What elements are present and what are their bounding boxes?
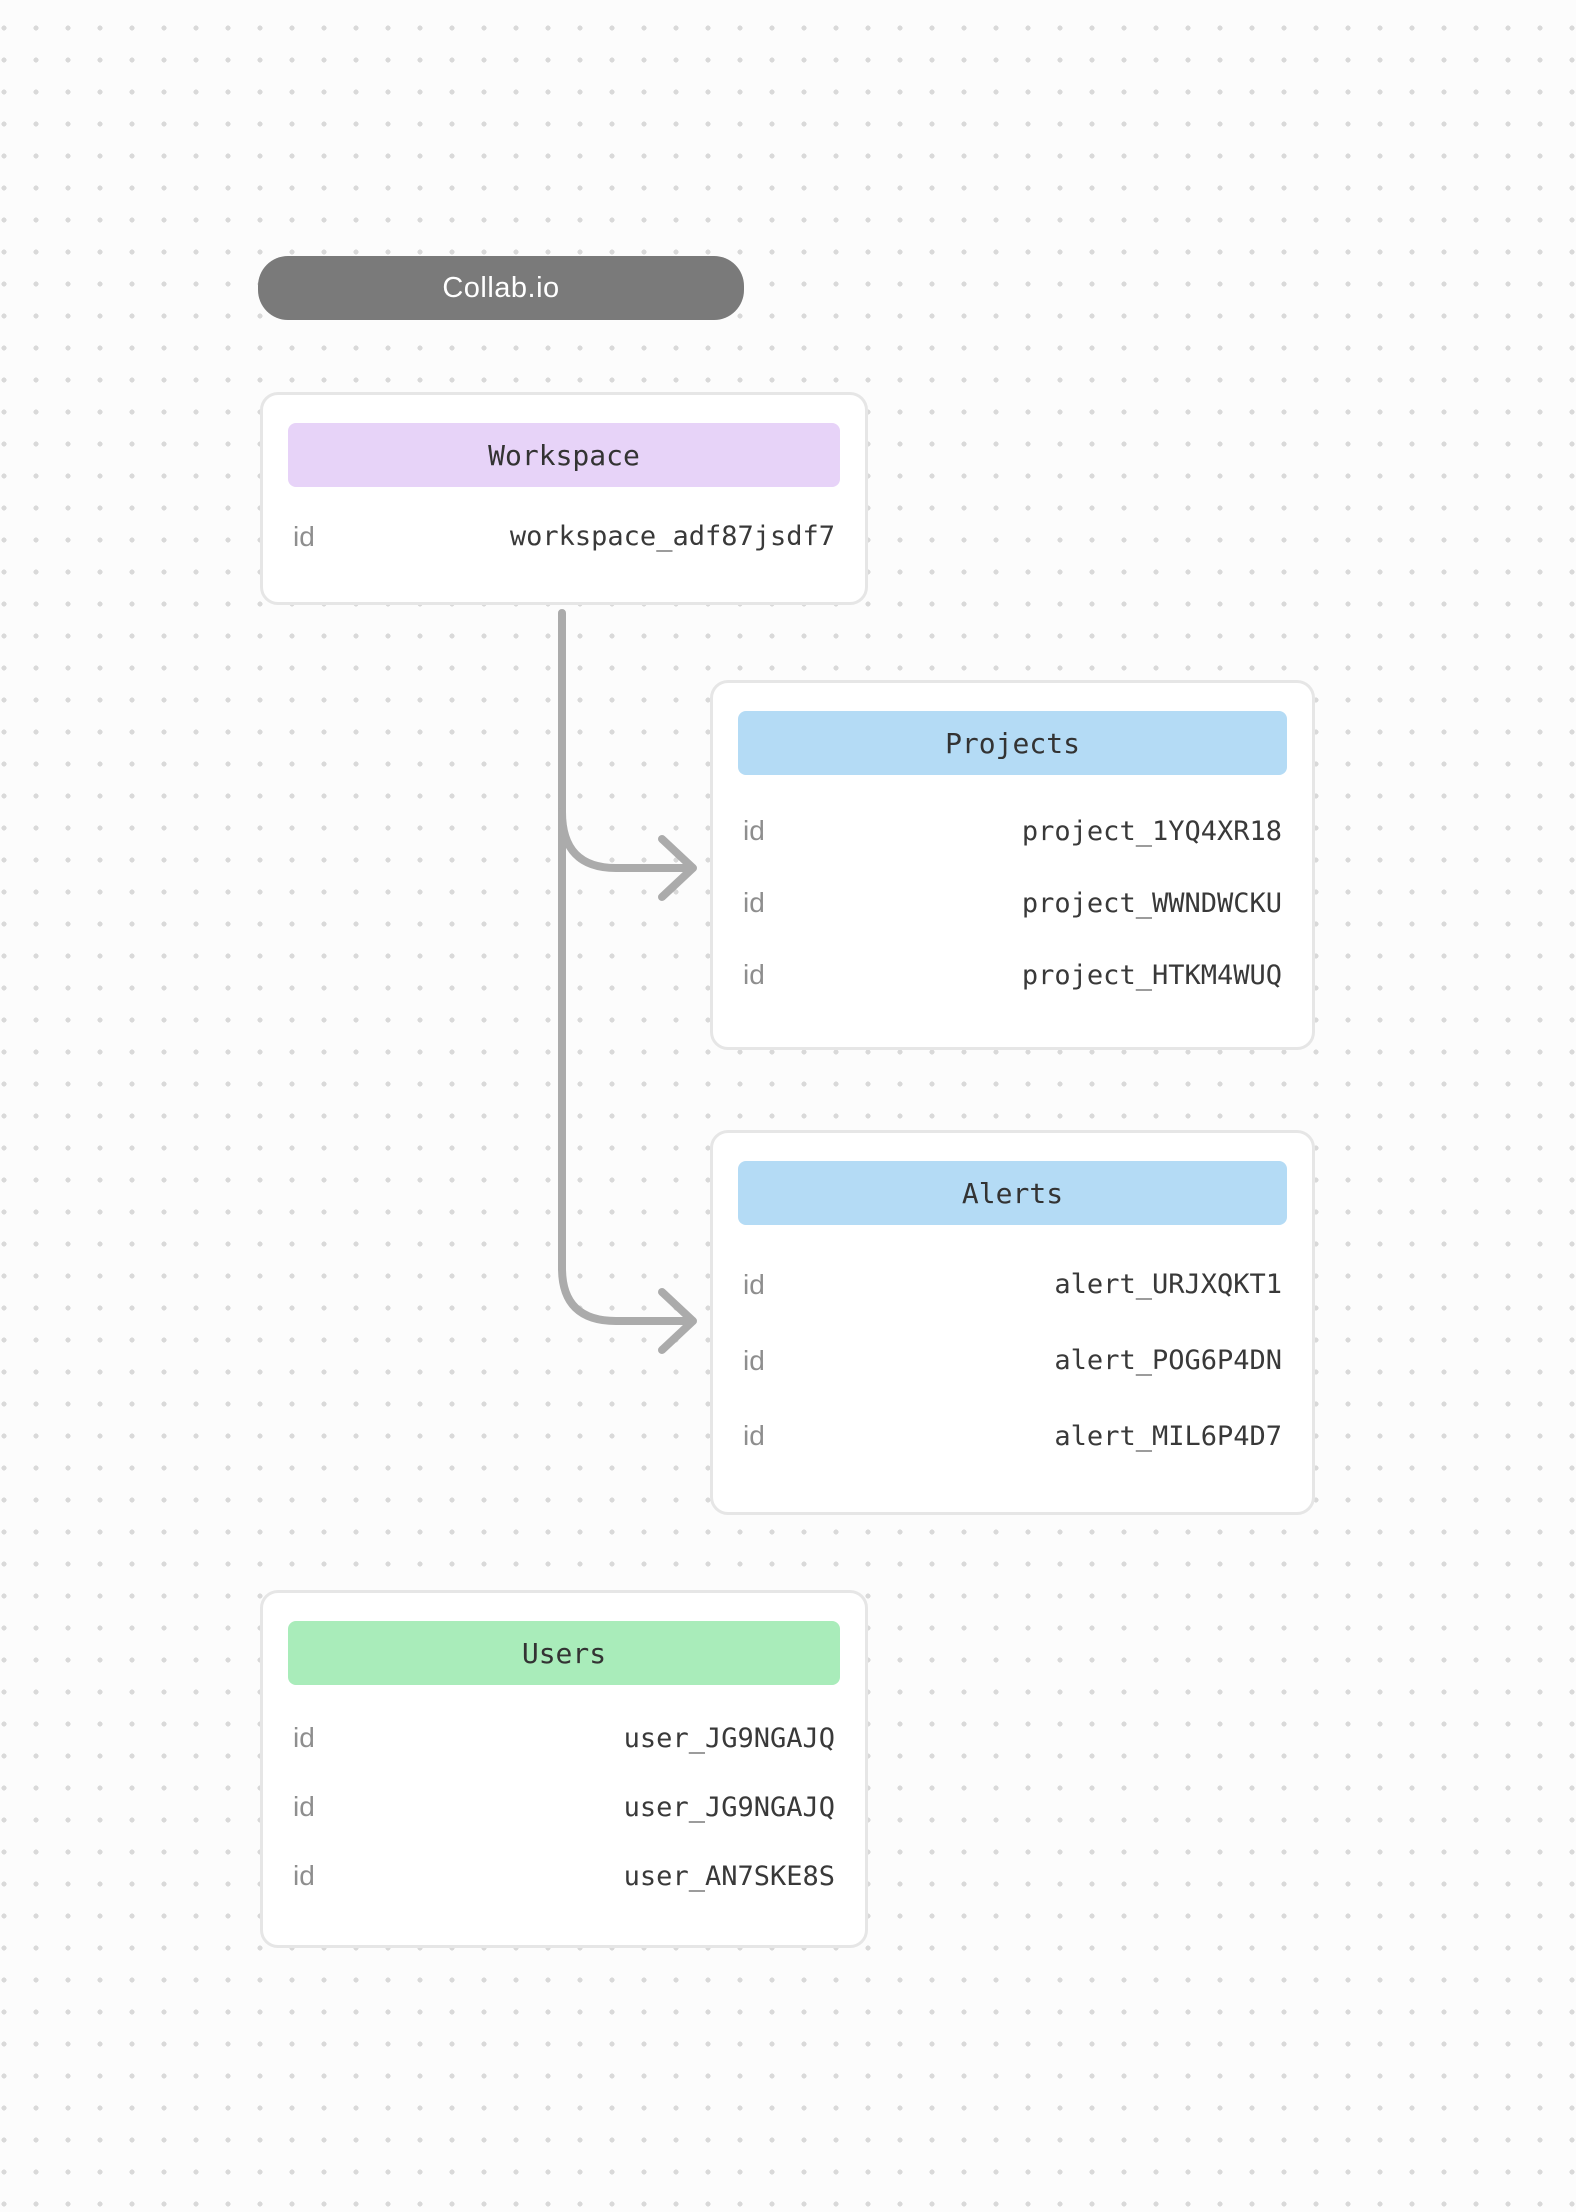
field-row: id user_JG9NGAJQ	[293, 1791, 835, 1823]
projects-node[interactable]: Projects id project_1YQ4XR18 id project_…	[710, 680, 1315, 1050]
workspace-rows: id workspace_adf87jsdf7	[288, 487, 840, 586]
field-row: id project_1YQ4XR18	[743, 815, 1282, 847]
users-rows: id user_JG9NGAJQ id user_JG9NGAJQ id use…	[288, 1685, 840, 1929]
id-value: project_HTKM4WUQ	[1021, 959, 1282, 991]
id-label: id	[743, 1344, 765, 1376]
field-row: id user_AN7SKE8S	[293, 1860, 835, 1892]
field-row: id user_JG9NGAJQ	[293, 1722, 835, 1754]
workspace-node[interactable]: Workspace id workspace_adf87jsdf7	[260, 392, 868, 605]
connector-workspace-alerts[interactable]	[558, 609, 692, 1325]
arrowhead-projects-icon	[658, 835, 697, 901]
id-value: alert_POG6P4DN	[1054, 1345, 1282, 1376]
alerts-node[interactable]: Alerts id alert_URJXQKT1 id alert_POG6P4…	[710, 1130, 1315, 1515]
app-title: Collab.io	[442, 271, 560, 304]
id-value: project_WWNDWCKU	[1021, 887, 1282, 919]
arrowhead-alerts-icon	[658, 1288, 697, 1354]
connector-workspace-projects[interactable]	[558, 808, 692, 872]
projects-title: Projects	[945, 726, 1080, 760]
id-label: id	[293, 520, 315, 552]
id-label: id	[743, 1420, 765, 1452]
field-row: id alert_MIL6P4D7	[743, 1420, 1282, 1452]
workspace-header: Workspace	[288, 423, 840, 487]
field-row: id alert_POG6P4DN	[743, 1345, 1282, 1377]
id-label: id	[293, 1791, 315, 1822]
alerts-rows: id alert_URJXQKT1 id alert_POG6P4DN id a…	[738, 1225, 1287, 1496]
alerts-header: Alerts	[738, 1161, 1287, 1225]
id-value: alert_URJXQKT1	[1054, 1269, 1282, 1301]
field-row: id workspace_adf87jsdf7	[293, 521, 835, 553]
id-value: user_JG9NGAJQ	[623, 1791, 835, 1823]
field-row: id project_HTKM4WUQ	[743, 959, 1282, 991]
id-label: id	[743, 815, 765, 846]
field-row: id alert_URJXQKT1	[743, 1269, 1282, 1301]
id-label: id	[293, 1860, 315, 1891]
projects-rows: id project_1YQ4XR18 id project_WWNDWCKU …	[738, 775, 1287, 1031]
id-label: id	[293, 1722, 315, 1753]
id-label: id	[743, 887, 765, 918]
app-title-pill[interactable]: Collab.io	[258, 256, 744, 320]
id-value: user_JG9NGAJQ	[623, 1722, 835, 1754]
id-label: id	[743, 959, 765, 990]
id-value: alert_MIL6P4D7	[1054, 1420, 1282, 1452]
id-label: id	[743, 1268, 765, 1300]
workspace-title: Workspace	[488, 438, 640, 472]
alerts-title: Alerts	[961, 1176, 1064, 1210]
users-node[interactable]: Users id user_JG9NGAJQ id user_JG9NGAJQ …	[260, 1590, 868, 1948]
id-value: project_1YQ4XR18	[1021, 815, 1282, 847]
users-title: Users	[521, 1636, 607, 1670]
users-header: Users	[288, 1621, 840, 1685]
id-value: workspace_adf87jsdf7	[509, 521, 835, 552]
projects-header: Projects	[738, 711, 1287, 775]
field-row: id project_WWNDWCKU	[743, 887, 1282, 919]
id-value: user_AN7SKE8S	[623, 1860, 835, 1892]
